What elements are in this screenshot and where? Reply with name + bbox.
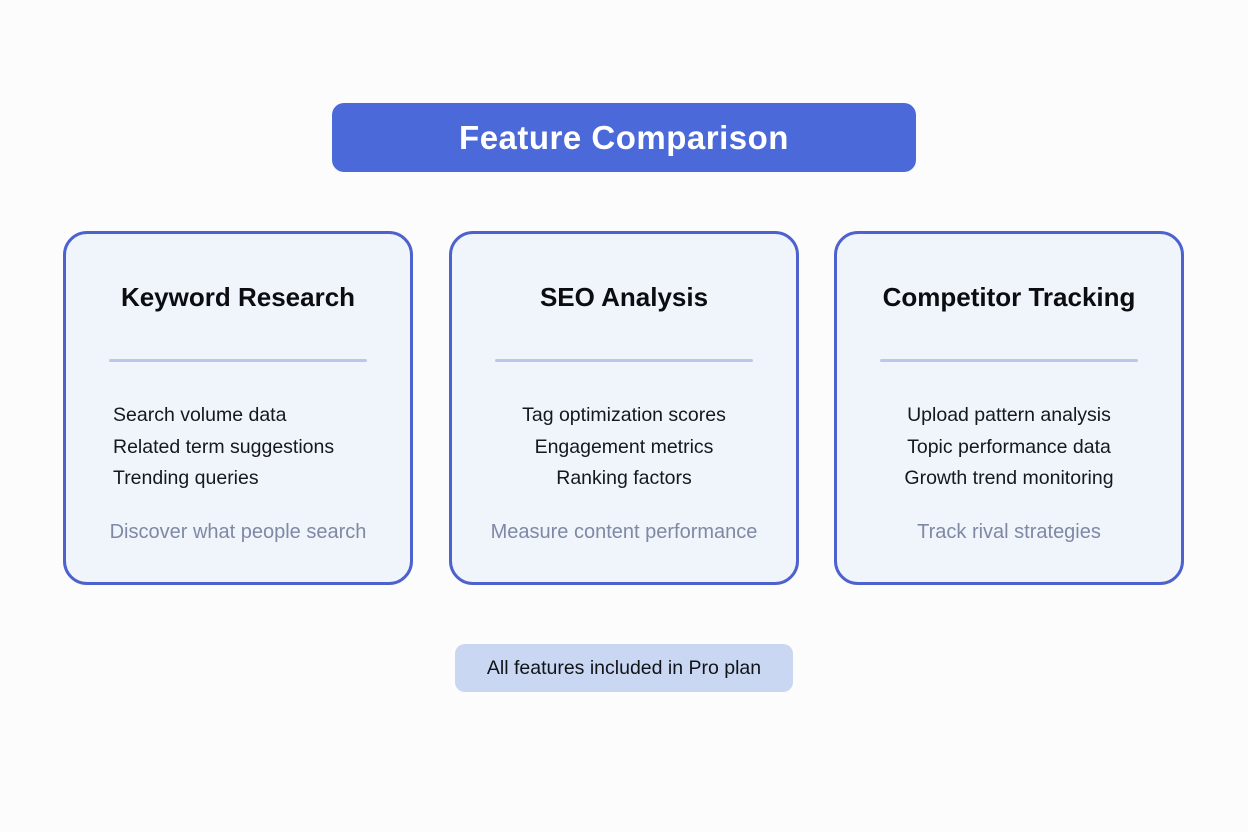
feature-item: Related term suggestions <box>113 435 335 458</box>
card-seo-analysis: SEO Analysis Tag optimization scores Eng… <box>449 231 799 585</box>
card-title: Keyword Research <box>120 282 356 312</box>
card-divider <box>495 359 753 362</box>
card-title: SEO Analysis <box>539 282 709 312</box>
feature-item: Topic performance data <box>907 435 1111 458</box>
pro-plan-badge: All features included in Pro plan <box>455 644 793 692</box>
feature-item: Upload pattern analysis <box>907 404 1111 426</box>
card-divider <box>109 359 367 362</box>
card-divider <box>880 359 1138 362</box>
feature-item: Growth trend monitoring <box>904 467 1114 489</box>
pro-plan-badge-label: All features included in Pro plan <box>486 656 762 679</box>
feature-item: Engagement metrics <box>534 435 714 458</box>
feature-item: Trending queries <box>113 467 259 489</box>
card-tagline: Track rival strategies <box>917 520 1101 543</box>
card-competitor-tracking: Competitor Tracking Upload pattern analy… <box>834 231 1184 585</box>
card-tagline: Measure content performance <box>490 520 758 543</box>
feature-list: Tag optimization scores Engagement metri… <box>452 400 796 495</box>
card-title: Competitor Tracking <box>882 282 1136 312</box>
feature-list: Search volume data Related term suggesti… <box>66 400 410 495</box>
feature-item: Ranking factors <box>556 467 692 489</box>
feature-item: Search volume data <box>113 404 287 426</box>
card-keyword-research: Keyword Research Search volume data Rela… <box>63 231 413 585</box>
feature-item: Tag optimization scores <box>522 404 726 426</box>
feature-list: Upload pattern analysis Topic performanc… <box>837 400 1181 495</box>
feature-comparison-banner: Feature Comparison <box>332 103 916 172</box>
page-title: Feature Comparison <box>459 118 789 156</box>
card-tagline: Discover what people search <box>109 520 367 543</box>
